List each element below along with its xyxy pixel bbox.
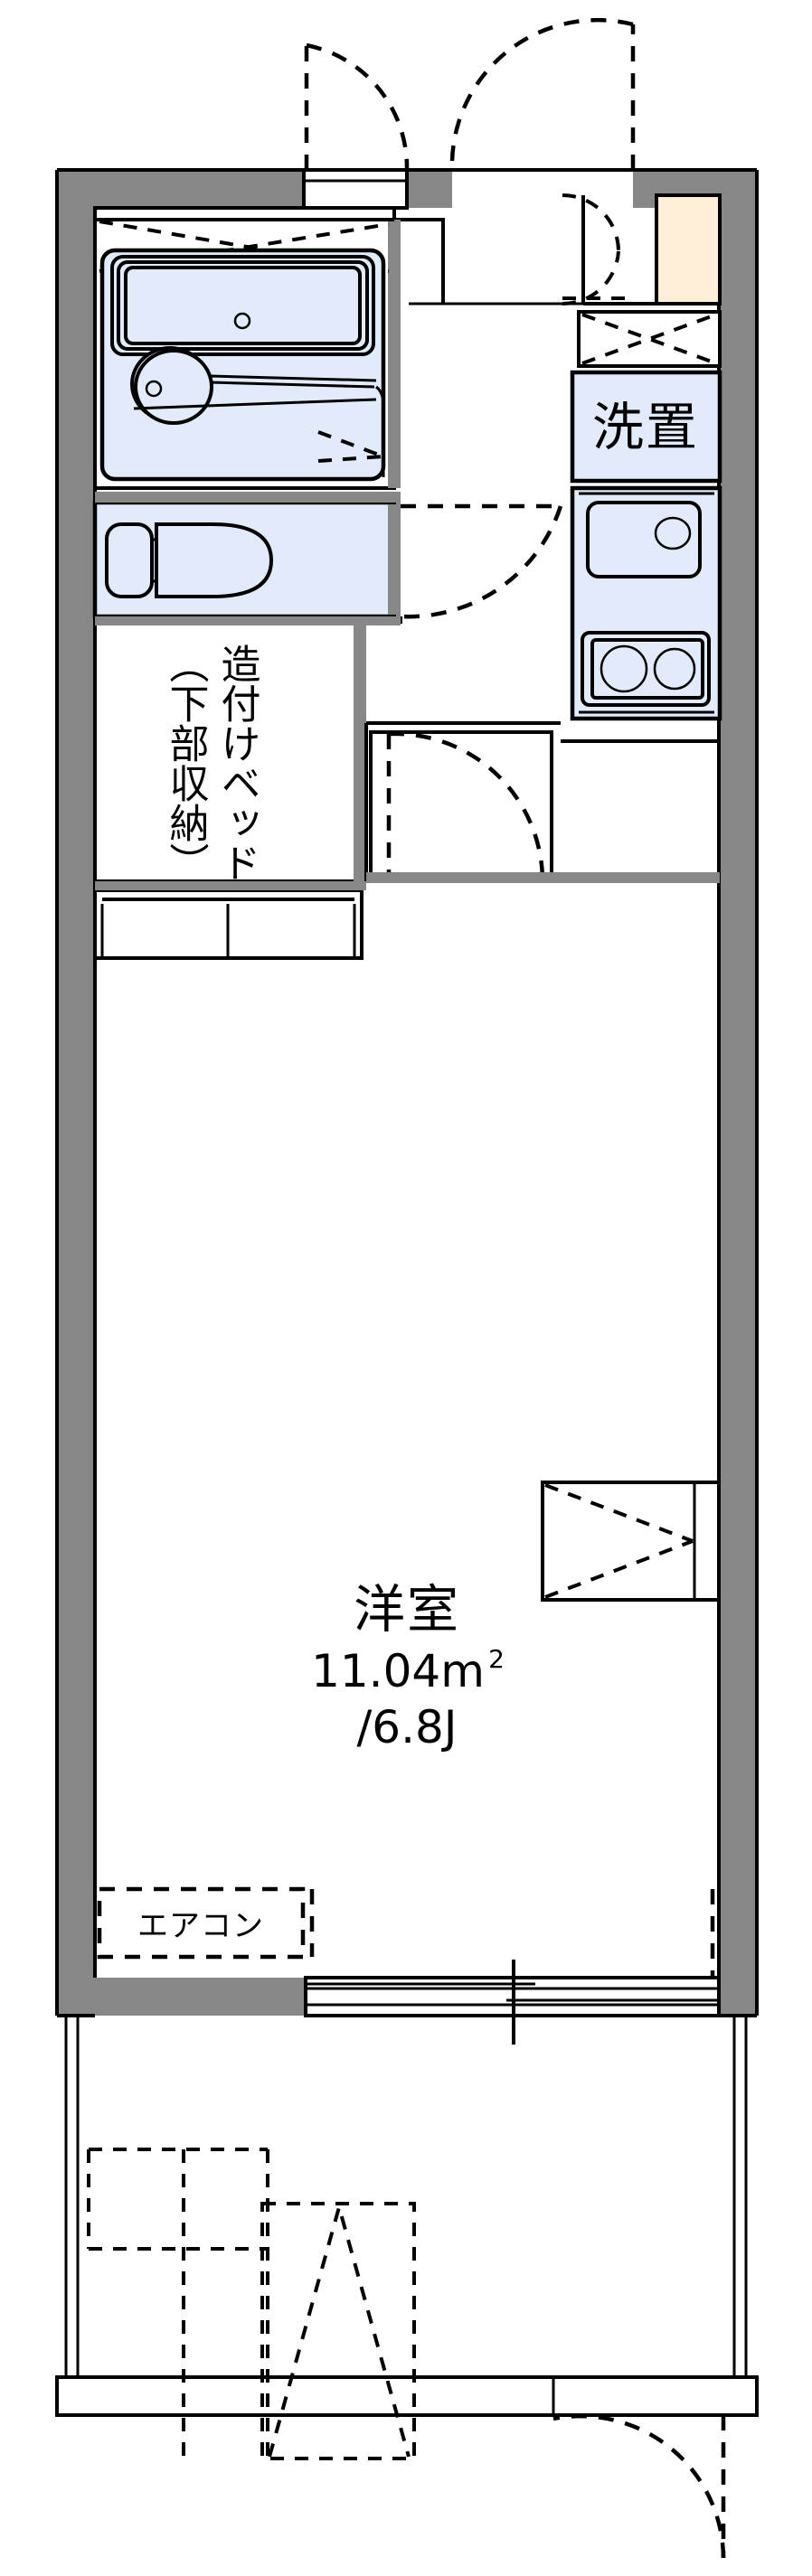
balcony-railing <box>55 2375 759 2417</box>
entry-hall <box>302 17 722 306</box>
kitchen-upper-cabinet <box>577 310 722 368</box>
kitchen-sink-drain <box>654 516 692 550</box>
balcony-fixture-b <box>260 2202 416 2460</box>
room-door-swing <box>388 731 545 882</box>
balcony-sliding-window <box>304 1889 721 2045</box>
door-swing-hall-a <box>562 193 620 252</box>
balcony-fixture-a <box>87 2148 269 2251</box>
toilet-door-swing <box>400 505 563 619</box>
toilet-room <box>92 500 563 619</box>
balcony-triangle-mark <box>268 2200 411 2458</box>
bath-door-fold <box>317 430 384 463</box>
stove-burner-left <box>600 644 648 693</box>
door-swing-hall-b <box>562 250 620 306</box>
shoe-box <box>655 193 722 306</box>
interior-partitions <box>95 208 402 625</box>
main-room-jo: /6.8J <box>356 1701 457 1753</box>
main-room-area-superscript: 2 <box>488 1644 505 1674</box>
door-swing-entry-a <box>306 42 410 171</box>
balcony-door-swing <box>552 2413 726 2559</box>
washer-space <box>570 370 722 484</box>
door-swing-entry-b <box>449 17 634 171</box>
washer-label: 洗置 <box>592 398 699 457</box>
kitchen-sink <box>586 501 702 578</box>
toilet-bowl <box>155 522 274 598</box>
main-room: 洋室 11.04m 2 /6.8J エアコン <box>97 1481 721 1960</box>
balcony-divider-lines <box>182 2149 269 2458</box>
aircon-label: エアコン <box>137 1908 264 1944</box>
bathtub-drain <box>233 312 251 330</box>
bed-label-main: 造付けベッド <box>214 644 260 882</box>
toilet-tank <box>105 522 154 598</box>
main-room-area: 11.04m <box>311 1645 485 1697</box>
closet-fold-door <box>544 1483 694 1599</box>
built-in-bed-area: 造付けベッド （下部収納） <box>93 622 366 960</box>
stove-burner-right <box>653 647 696 691</box>
unit-bath-room <box>93 206 401 490</box>
room-entry-door <box>364 721 720 883</box>
balcony <box>55 2017 759 2559</box>
kitchen-area: 洗置 <box>570 310 722 721</box>
main-room-name: 洋室 <box>354 1580 460 1640</box>
bed-label-sub: （下部収納） <box>163 644 209 882</box>
hall-closet <box>369 730 553 879</box>
